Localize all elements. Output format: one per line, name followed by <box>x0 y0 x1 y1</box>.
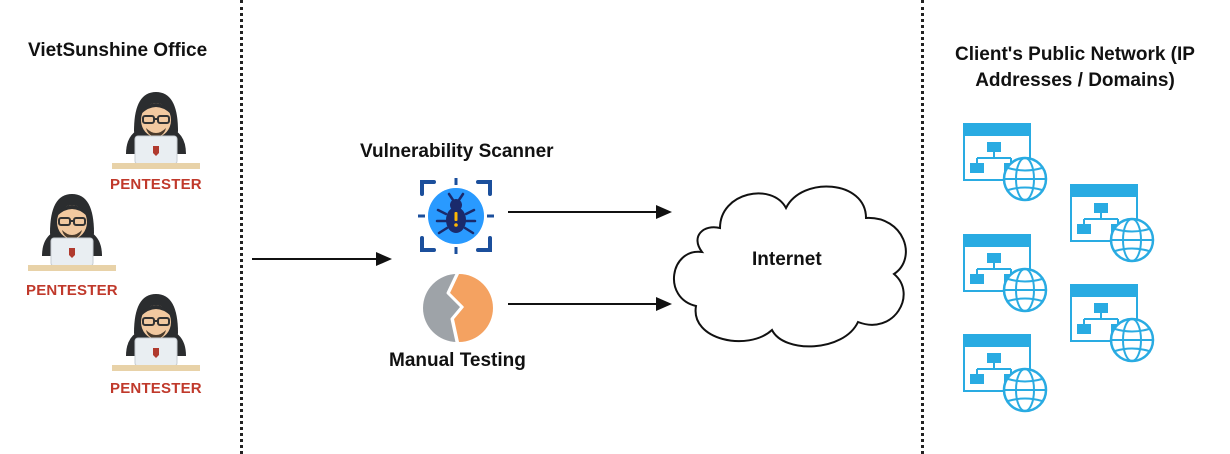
office-title: VietSunshine Office <box>28 40 208 61</box>
pentester-label: PENTESTER <box>110 176 202 193</box>
manual-testing-label: Manual Testing <box>389 350 526 371</box>
internet-label: Internet <box>752 249 822 270</box>
client-title: Client's Public Network (IP Addresses / … <box>955 44 1195 91</box>
pentester-icon <box>106 288 206 388</box>
network-server-icon <box>963 234 1048 314</box>
scanner-label: Vulnerability Scanner <box>360 141 554 162</box>
pentester-label: PENTESTER <box>26 282 118 299</box>
internet-cloud <box>672 185 907 348</box>
network-server-icon <box>1070 184 1155 264</box>
manual-testing-icon <box>418 269 496 347</box>
left-divider <box>240 0 243 454</box>
pentester-icon <box>22 188 122 288</box>
pentester-label: PENTESTER <box>110 380 202 397</box>
network-server-icon <box>1070 284 1155 364</box>
right-divider <box>921 0 924 454</box>
bug-scanner-icon <box>418 178 494 254</box>
pentester-icon <box>106 86 206 186</box>
scanner-to-internet-arrow <box>508 205 672 219</box>
manual-to-internet-arrow <box>508 297 672 311</box>
office-to-tools-arrow <box>252 252 392 266</box>
network-server-icon <box>963 123 1048 203</box>
network-server-icon <box>963 334 1048 414</box>
